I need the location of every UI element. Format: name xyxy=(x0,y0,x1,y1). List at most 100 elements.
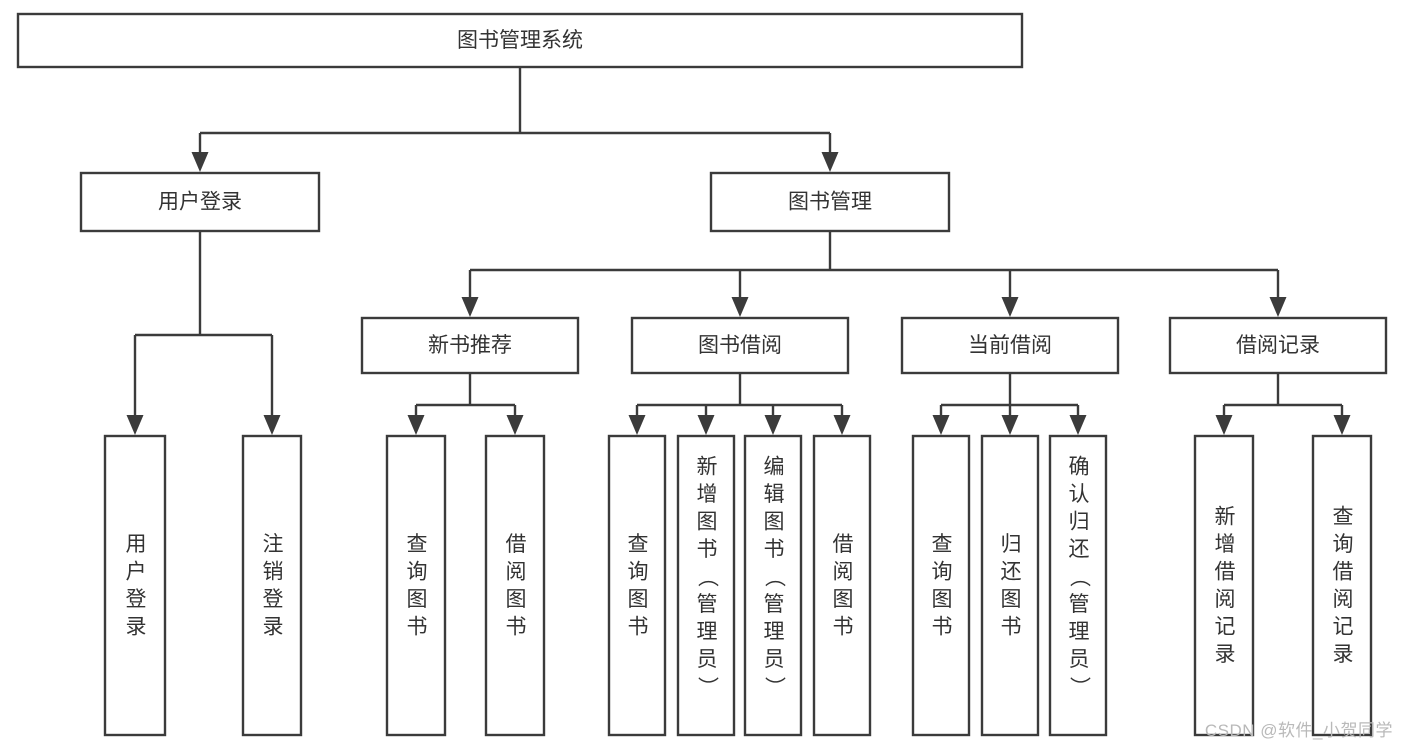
connector-layer xyxy=(126,67,1351,435)
node-label-char: 增 xyxy=(697,483,718,506)
node-label-char: 新 xyxy=(697,455,718,478)
node-label-current-borrow: 当前借阅 xyxy=(968,334,1052,357)
connector-group xyxy=(191,67,839,172)
node-root[interactable]: 图书管理系统 xyxy=(16,12,1024,69)
node-box-book-borrow xyxy=(630,316,850,375)
node-borrow-record[interactable]: 借阅记录 xyxy=(1168,316,1388,375)
node-box-leaf-add-record xyxy=(1193,434,1255,737)
node-label-char: 查 xyxy=(407,533,428,556)
node-box-new-book-rec xyxy=(360,316,580,375)
node-box-leaf-borrow-book-2 xyxy=(812,434,872,737)
node-box-leaf-borrow-book-1 xyxy=(484,434,546,737)
node-label-char: 图 xyxy=(697,510,718,533)
node-label-char: 记 xyxy=(1215,615,1236,638)
node-label-char: 户 xyxy=(126,560,147,583)
node-layer: 图书管理系统用户登录图书管理新书推荐图书借阅当前借阅借阅记录用户登录注销登录查询… xyxy=(16,12,1388,737)
node-label-char: 记 xyxy=(1333,615,1354,638)
node-box-leaf-query-record xyxy=(1311,434,1373,737)
node-label-char: 辑 xyxy=(764,483,785,506)
node-label-char: 查 xyxy=(1333,505,1354,528)
node-label-char: ） xyxy=(1068,676,1091,697)
node-label-char: 还 xyxy=(1069,538,1090,561)
node-label-char: 录 xyxy=(1333,643,1354,666)
node-current-borrow[interactable]: 当前借阅 xyxy=(900,316,1120,375)
node-box-leaf-user-login xyxy=(103,434,167,737)
connector-group xyxy=(628,373,851,435)
node-book-borrow[interactable]: 图书借阅 xyxy=(630,316,850,375)
node-label-char: 归 xyxy=(1069,510,1090,533)
node-label-char: 阅 xyxy=(1215,588,1236,611)
node-box-leaf-query-book-2 xyxy=(607,434,667,737)
node-label-char: 登 xyxy=(126,588,147,611)
node-user-login[interactable]: 用户登录 xyxy=(79,171,321,233)
connector-group xyxy=(126,231,281,435)
node-label-char: 书 xyxy=(407,615,428,638)
node-label-char: 询 xyxy=(1333,533,1354,556)
node-label-char: （ xyxy=(763,566,786,587)
node-label-char: 询 xyxy=(628,560,649,583)
node-box-current-borrow xyxy=(900,316,1120,375)
node-new-book-rec[interactable]: 新书推荐 xyxy=(360,316,580,375)
node-label-char: 确 xyxy=(1069,455,1090,478)
node-label-char: 借 xyxy=(833,533,854,556)
node-box-user-login xyxy=(79,171,321,233)
node-box-leaf-confirm-return xyxy=(1048,434,1108,737)
node-label-new-book-rec: 新书推荐 xyxy=(428,334,512,357)
node-label-char: 书 xyxy=(833,615,854,638)
node-label-book-borrow: 图书借阅 xyxy=(698,334,782,357)
node-label-char: 理 xyxy=(697,620,718,643)
node-label-char: 管 xyxy=(1069,593,1090,616)
node-box-leaf-edit-book xyxy=(743,434,803,737)
node-label-char: 管 xyxy=(764,593,785,616)
node-label-char: 书 xyxy=(628,615,649,638)
node-label-char: ） xyxy=(696,676,719,697)
node-label-char: 员 xyxy=(697,648,718,671)
node-label-char: 理 xyxy=(1069,620,1090,643)
node-label-char: （ xyxy=(696,566,719,587)
node-label-char: 书 xyxy=(764,538,785,561)
node-label-root: 图书管理系统 xyxy=(457,29,583,52)
watermark-text: CSDN @软件_小贺同学 xyxy=(1204,721,1393,740)
node-label-char: 图 xyxy=(833,588,854,611)
node-label-char: 借 xyxy=(1215,560,1236,583)
node-label-char: 员 xyxy=(764,648,785,671)
node-label-char: 销 xyxy=(263,560,284,583)
node-label-char: 登 xyxy=(263,588,284,611)
node-box-leaf-query-book-1 xyxy=(385,434,447,737)
node-box-borrow-record xyxy=(1168,316,1388,375)
node-label-user-login: 用户登录 xyxy=(158,191,242,214)
node-label-char: 录 xyxy=(1215,643,1236,666)
connector-group xyxy=(407,373,524,435)
node-label-char: 注 xyxy=(263,533,284,556)
node-label-char: 增 xyxy=(1215,533,1236,556)
node-box-leaf-query-book-3 xyxy=(911,434,971,737)
node-leaf-user-login[interactable]: 用户登录 xyxy=(103,434,167,737)
node-label-char: 书 xyxy=(697,538,718,561)
node-label-char: 书 xyxy=(932,615,953,638)
node-label-borrow-record: 借阅记录 xyxy=(1236,334,1320,357)
node-label-char: 录 xyxy=(263,615,284,638)
node-box-leaf-logout xyxy=(241,434,303,737)
node-book-manage[interactable]: 图书管理 xyxy=(709,171,951,233)
node-label-char: 员 xyxy=(1069,648,1090,671)
node-label-book-manage: 图书管理 xyxy=(788,191,872,214)
connector-group xyxy=(461,231,1287,317)
node-box-book-manage xyxy=(709,171,951,233)
node-label-char: 理 xyxy=(764,620,785,643)
node-label-char: 图 xyxy=(1001,588,1022,611)
node-label-char: 归 xyxy=(1001,533,1022,556)
